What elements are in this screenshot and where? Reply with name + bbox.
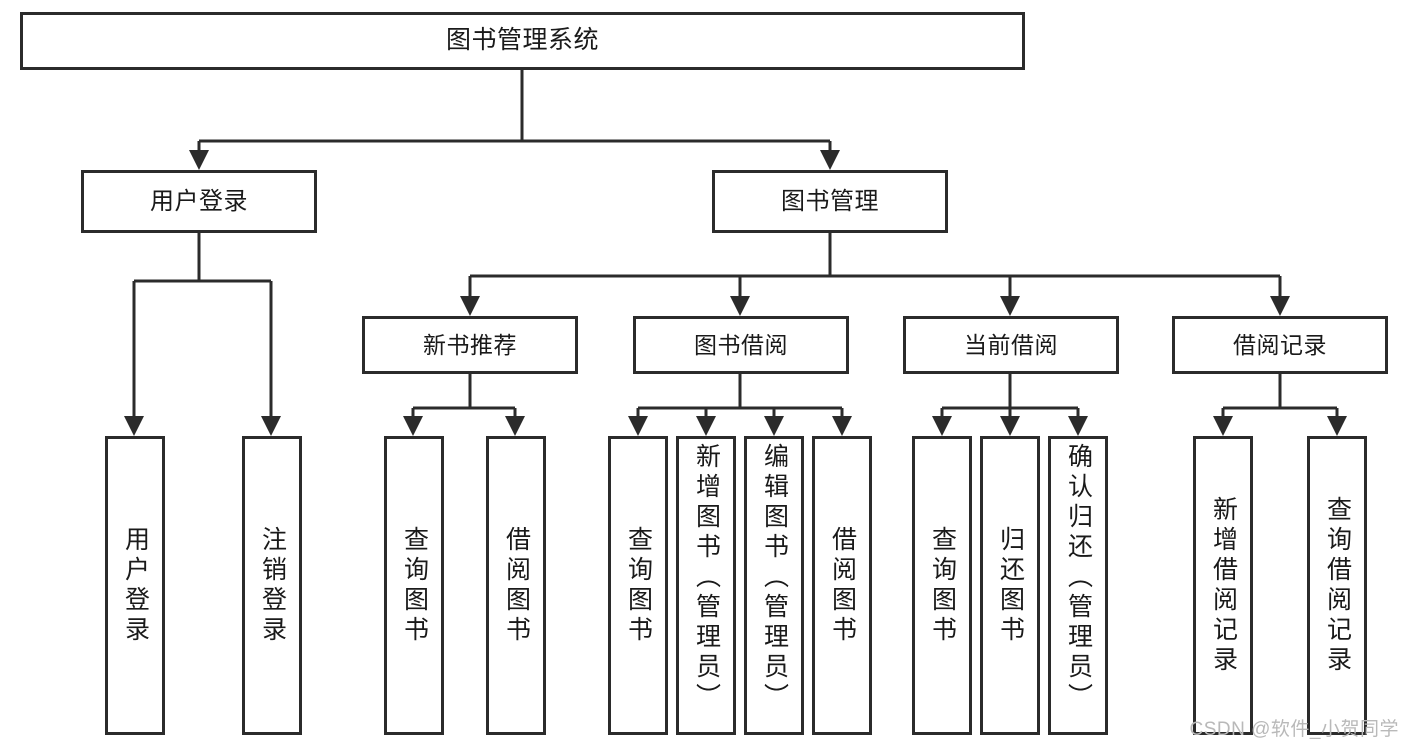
- leaf-borrow-book[interactable]: 借阅图书: [812, 436, 872, 735]
- arrowhead-leaf-3: [403, 416, 423, 436]
- arrowhead-record: [1270, 296, 1290, 316]
- leaf-add-book-admin[interactable]: 新增图书（管理员）: [676, 436, 736, 735]
- node-borrow-record[interactable]: 借阅记录: [1172, 316, 1388, 374]
- leaf-borrow-book-recommend[interactable]: 借阅图书: [486, 436, 546, 735]
- leaf-query-borrow-record-label: 查询借阅记录: [1323, 495, 1352, 676]
- arrowhead-leaf-12: [1213, 416, 1233, 436]
- leaf-query-book-borrow-label: 查询图书: [624, 525, 653, 646]
- node-user-login[interactable]: 用户登录: [81, 170, 317, 233]
- leaf-user-login[interactable]: 用户登录: [105, 436, 165, 735]
- node-current-borrow-label: 当前借阅: [964, 331, 1058, 358]
- leaf-return-book-label: 归还图书: [996, 525, 1025, 646]
- leaf-query-book-borrow[interactable]: 查询图书: [608, 436, 668, 735]
- arrowhead-leaf-8: [832, 416, 852, 436]
- leaf-logout-label: 注销登录: [258, 525, 287, 646]
- leaf-borrow-book-label: 借阅图书: [828, 525, 857, 646]
- arrowhead-leaf-7: [764, 416, 784, 436]
- leaf-logout[interactable]: 注销登录: [242, 436, 302, 735]
- leaf-borrow-book-recommend-label: 借阅图书: [502, 525, 531, 646]
- leaf-query-book-recommend-label: 查询图书: [400, 525, 429, 646]
- leaf-confirm-return-admin-label: 确认归还（管理员）: [1064, 443, 1093, 713]
- leaf-add-book-admin-label: 新增图书（管理员）: [692, 443, 721, 713]
- leaf-edit-book-admin[interactable]: 编辑图书（管理员）: [744, 436, 804, 735]
- arrowhead-leaf-10: [1000, 416, 1020, 436]
- leaf-query-book-recommend[interactable]: 查询图书: [384, 436, 444, 735]
- leaf-add-borrow-record[interactable]: 新增借阅记录: [1193, 436, 1253, 735]
- node-new-book-recommend-label: 新书推荐: [423, 331, 517, 358]
- leaf-query-book-current-label: 查询图书: [928, 525, 957, 646]
- node-book-borrow[interactable]: 图书借阅: [633, 316, 849, 374]
- arrowhead-leaf-5: [628, 416, 648, 436]
- leaf-edit-book-admin-label: 编辑图书（管理员）: [760, 443, 789, 713]
- arrowhead-user-login: [189, 150, 209, 170]
- arrowhead-leaf-6: [696, 416, 716, 436]
- leaf-return-book[interactable]: 归还图书: [980, 436, 1040, 735]
- node-book-management-label: 图书管理: [781, 187, 879, 215]
- arrowhead-newbook: [460, 296, 480, 316]
- node-book-management[interactable]: 图书管理: [712, 170, 948, 233]
- leaf-query-book-current[interactable]: 查询图书: [912, 436, 972, 735]
- leaf-query-borrow-record[interactable]: 查询借阅记录: [1307, 436, 1367, 735]
- node-user-login-label: 用户登录: [150, 187, 248, 215]
- arrowhead-leaf-11: [1068, 416, 1088, 436]
- node-current-borrow[interactable]: 当前借阅: [903, 316, 1119, 374]
- node-borrow-record-label: 借阅记录: [1233, 331, 1327, 358]
- arrowhead-leaf-13: [1327, 416, 1347, 436]
- arrowhead-leaf-9: [932, 416, 952, 436]
- leaf-add-borrow-record-label: 新增借阅记录: [1209, 495, 1238, 676]
- leaf-confirm-return-admin[interactable]: 确认归还（管理员）: [1048, 436, 1108, 735]
- leaf-user-login-label: 用户登录: [121, 525, 150, 646]
- arrowhead-borrow: [730, 296, 750, 316]
- arrowhead-book-mgmt: [820, 150, 840, 170]
- node-new-book-recommend[interactable]: 新书推荐: [362, 316, 578, 374]
- node-book-borrow-label: 图书借阅: [694, 331, 788, 358]
- node-root[interactable]: 图书管理系统: [20, 12, 1025, 70]
- arrowhead-current: [1000, 296, 1020, 316]
- node-root-label: 图书管理系统: [445, 26, 599, 55]
- arrowhead-leaf-2: [261, 416, 281, 436]
- arrowhead-leaf-4: [505, 416, 525, 436]
- arrowhead-leaf-1: [124, 416, 144, 436]
